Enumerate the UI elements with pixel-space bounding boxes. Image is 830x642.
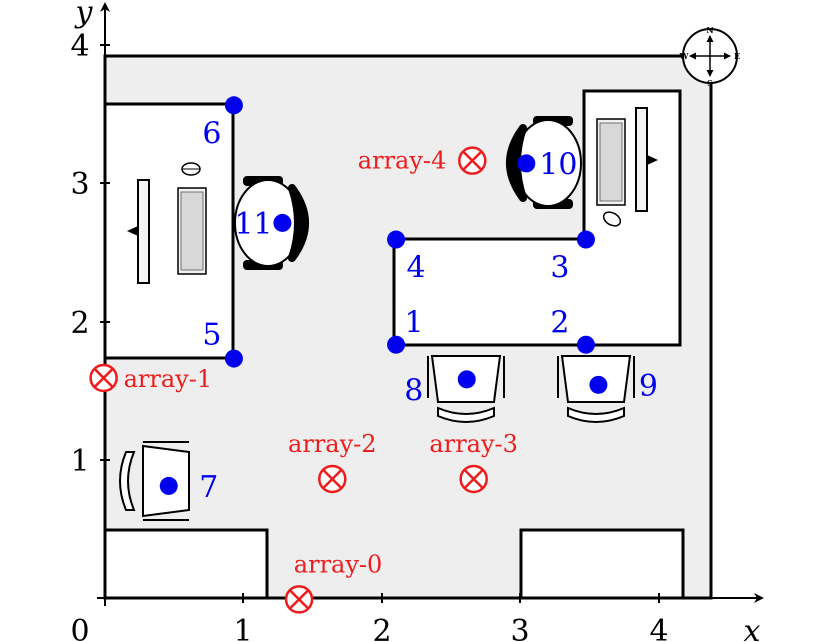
right-monitor [635,107,658,212]
point-label-1: 1 [405,306,424,341]
point-marker-4 [387,230,406,249]
y-tick-1: 1 [70,444,89,479]
y-tick-3: 3 [70,167,89,202]
left-mouse [181,162,201,176]
point-marker-7 [159,476,178,495]
left-monitor [127,179,150,284]
array-marker-array-3 [459,464,488,494]
x-ticks [104,593,660,603]
compass-e: E [734,51,740,61]
point-marker-8 [457,370,476,389]
right-mouse [602,211,622,227]
array-marker-array-4 [458,146,487,175]
compass-s: S [707,78,713,88]
left-desk [103,102,235,360]
array-marker-array-1 [89,363,118,393]
point-label-2: 2 [550,306,569,341]
point-marker-2 [576,335,595,354]
y-ticks [100,44,110,461]
y-axis-label: y [74,0,94,30]
point-label-3: 3 [550,251,569,286]
chair-10 [506,116,582,209]
point-marker-5 [224,349,243,368]
right-keyboard [596,118,626,206]
bottom-left-cabinet [103,528,269,600]
point-label-7: 7 [199,470,218,505]
compass-rose: N S E W [679,25,741,88]
point-marker-10 [517,154,536,173]
array-marker-array-0 [284,585,314,614]
array-label-array-2: array-2 [288,430,377,458]
x-tick-0: 0 [70,614,89,642]
point-marker-9 [589,375,608,394]
x-tick-3: 3 [510,614,529,642]
compass-w: W [679,51,690,61]
array-label-array-1: array-1 [124,365,213,393]
array-marker-array-2 [318,464,347,494]
x-tick-2: 2 [372,614,391,642]
x-tick-4: 4 [649,614,668,642]
point-label-11: 11 [234,207,272,242]
x-axis-label: x [744,614,761,642]
point-label-6: 6 [202,116,221,151]
point-label-10: 10 [539,147,577,182]
point-label-4: 4 [407,251,426,286]
array-label-array-3: array-3 [429,430,518,458]
arrays-layer: array-0 array-1 array-2 array-3 array-4 [89,146,518,614]
point-label-8: 8 [404,373,423,408]
bottom-right-cabinet [519,528,685,600]
points-layer: 1 2 3 4 5 6 7 8 9 10 11 [159,96,658,505]
point-marker-11 [273,213,292,232]
array-label-array-0: array-0 [294,550,383,578]
point-marker-6 [224,96,243,115]
left-keyboard [177,187,207,275]
x-tick-1: 1 [233,614,252,642]
point-marker-3 [576,230,595,249]
compass-n: N [706,25,713,35]
point-marker-1 [387,335,406,354]
point-label-5: 5 [202,318,221,353]
y-tick-4: 4 [70,29,89,64]
chair-11 [234,176,309,270]
point-label-9: 9 [639,369,658,404]
array-label-array-4: array-4 [358,147,447,175]
y-tick-2: 2 [70,306,89,341]
